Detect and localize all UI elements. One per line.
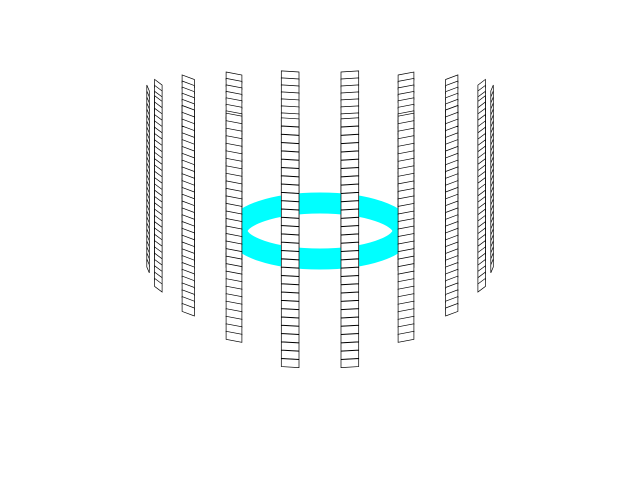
tile (340, 333, 360, 344)
tile (280, 217, 300, 227)
tile (340, 325, 360, 335)
tile (340, 134, 360, 144)
tile (280, 167, 300, 178)
tile (280, 125, 300, 136)
tile (280, 316, 300, 327)
tile (280, 175, 300, 186)
tile (340, 316, 360, 327)
tile (280, 341, 300, 352)
tile (280, 283, 300, 294)
tile (340, 308, 360, 319)
tile (340, 233, 360, 244)
tile (280, 241, 300, 252)
tile (340, 266, 360, 277)
tile (280, 208, 300, 219)
tile-column (181, 104, 195, 317)
tile (340, 125, 360, 136)
tile (280, 250, 300, 261)
tile (340, 217, 360, 227)
ring-ellipse (226, 192, 414, 270)
tile (340, 175, 360, 186)
tile (340, 142, 360, 153)
tile (340, 150, 360, 161)
tile (280, 333, 300, 344)
tile (340, 258, 360, 269)
tile (280, 134, 300, 144)
tile-column (146, 84, 150, 274)
tile (280, 300, 300, 310)
tile (280, 158, 300, 169)
front-tile-columns (154, 84, 494, 368)
tile (280, 142, 300, 153)
tile (340, 192, 360, 202)
tile (340, 158, 360, 169)
tile (181, 302, 195, 317)
tile-column (340, 117, 360, 368)
tile (340, 183, 360, 194)
tile (340, 341, 360, 352)
tile (146, 258, 150, 274)
tile (340, 300, 360, 310)
tile (280, 117, 300, 128)
tile (477, 277, 486, 293)
tile-column (445, 104, 459, 317)
tile-column (477, 94, 486, 293)
tile (280, 349, 300, 360)
tile (340, 283, 360, 294)
cyan-ring (226, 192, 414, 270)
tile (490, 258, 494, 274)
tile-column (397, 112, 415, 343)
tile (280, 308, 300, 319)
tile (340, 225, 360, 236)
tile-column (280, 117, 300, 368)
tile (397, 330, 415, 343)
tile (340, 208, 360, 219)
tile-column (490, 84, 494, 274)
tile (280, 200, 300, 211)
tile (280, 266, 300, 277)
tile (280, 358, 300, 368)
tile (280, 275, 300, 285)
tile (340, 250, 360, 261)
tile (340, 291, 360, 302)
tile (340, 349, 360, 360)
tile (340, 117, 360, 128)
tile (445, 302, 459, 317)
tile-column (154, 94, 163, 293)
tile (340, 241, 360, 252)
tile (340, 167, 360, 178)
tile (154, 277, 163, 293)
tile (280, 291, 300, 302)
tile (340, 200, 360, 211)
tile (280, 233, 300, 244)
tile (280, 325, 300, 335)
tile (280, 183, 300, 194)
tile (225, 330, 243, 343)
tile (280, 225, 300, 236)
tile (280, 150, 300, 161)
tile (340, 275, 360, 285)
tile (280, 192, 300, 202)
tile (340, 358, 360, 368)
tile-column (225, 112, 243, 343)
tile (280, 258, 300, 269)
